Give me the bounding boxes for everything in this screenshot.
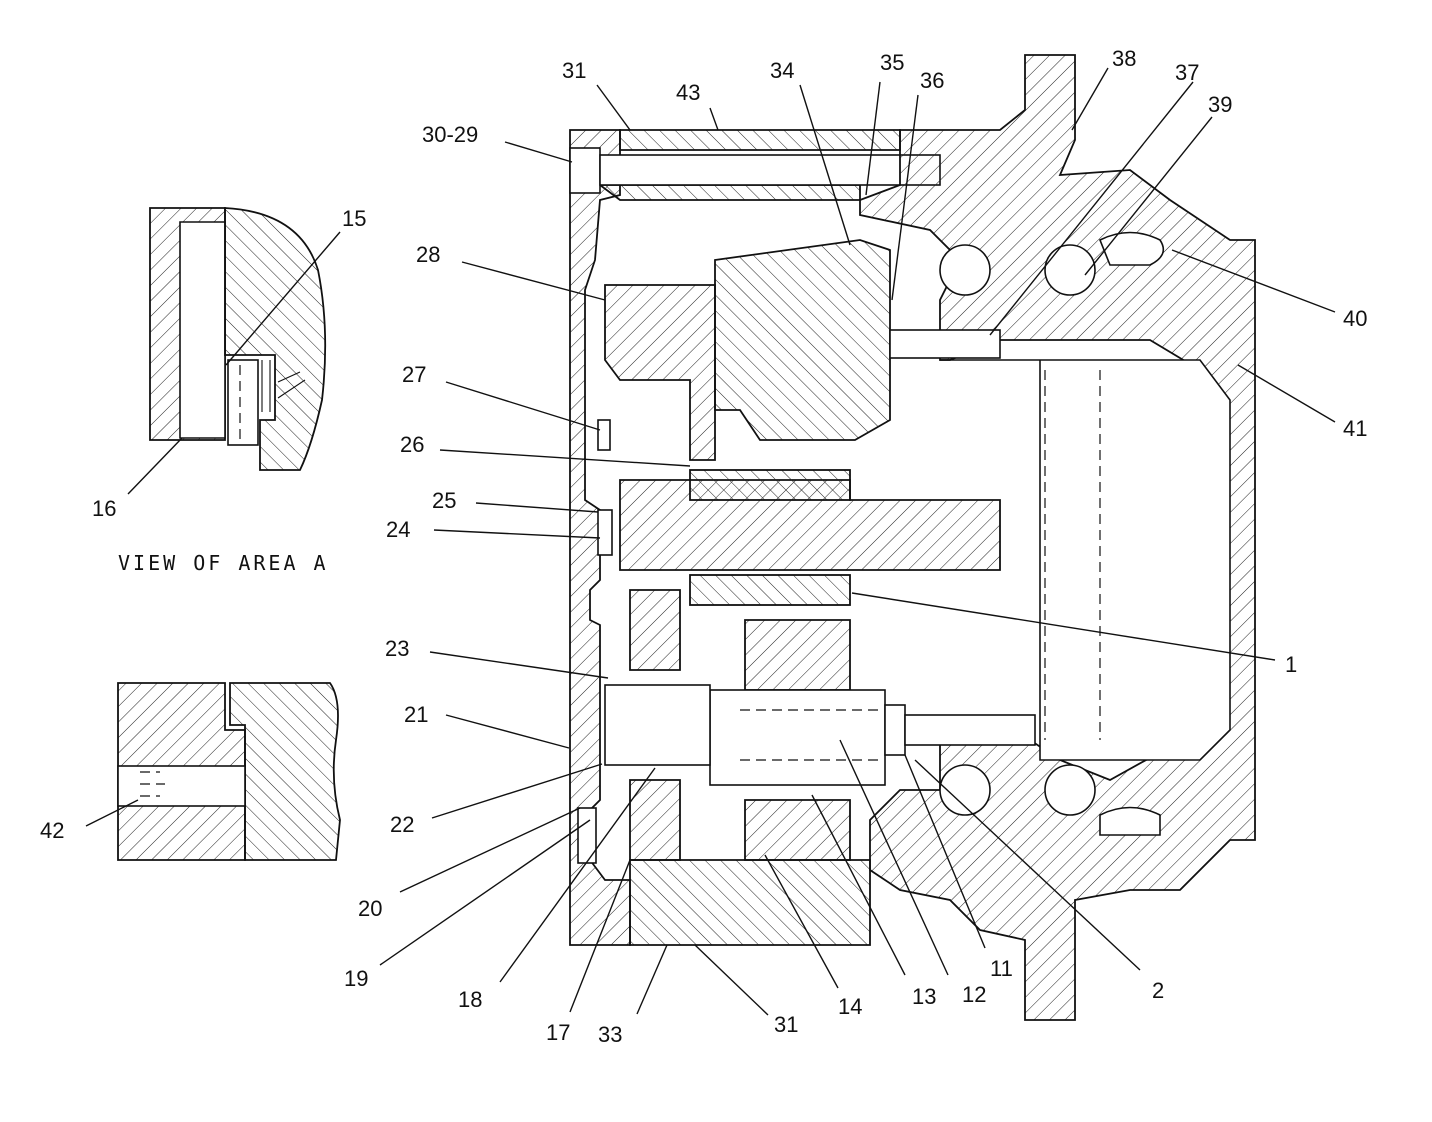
gear-21 bbox=[604, 684, 711, 766]
callout-36: 36 bbox=[920, 68, 944, 93]
callout-41: 41 bbox=[1343, 416, 1367, 441]
bearing-ball-lower-left bbox=[939, 764, 991, 816]
callout-15: 15 bbox=[342, 206, 366, 231]
callout-labels: 31 43 34 35 36 38 37 39 30-29 15 28 40 2… bbox=[40, 46, 1367, 1047]
callout-34: 34 bbox=[770, 58, 794, 83]
bore-41 bbox=[940, 359, 1231, 761]
ring-gear-lower bbox=[597, 184, 861, 201]
callout-22: 22 bbox=[390, 812, 414, 837]
callout-38: 38 bbox=[1112, 46, 1136, 71]
callout-37: 37 bbox=[1175, 60, 1199, 85]
callout-2: 2 bbox=[1152, 978, 1164, 1003]
detail-42-right-block bbox=[229, 682, 341, 861]
callout-31-top: 31 bbox=[562, 58, 586, 83]
detail-view-42 bbox=[117, 682, 341, 861]
detail-view-area-a: VIEW OF AREA A bbox=[118, 207, 329, 575]
nut-11 bbox=[884, 704, 906, 756]
planet-pin-12 bbox=[709, 689, 886, 786]
callout-27: 27 bbox=[402, 362, 426, 387]
bushing-1 bbox=[689, 574, 851, 606]
callout-21: 21 bbox=[404, 702, 428, 727]
callout-42: 42 bbox=[40, 818, 64, 843]
callout-40: 40 bbox=[1343, 306, 1367, 331]
detail-right-block bbox=[224, 207, 327, 471]
callout-30-29: 30-29 bbox=[422, 122, 478, 147]
sun-gear-28 bbox=[604, 284, 716, 461]
plug-24 bbox=[597, 509, 613, 556]
bolt-37 bbox=[889, 329, 1001, 359]
callout-18: 18 bbox=[458, 987, 482, 1012]
callout-39: 39 bbox=[1208, 92, 1232, 117]
bolt-shaft-30-29 bbox=[599, 154, 941, 186]
callout-16: 16 bbox=[92, 496, 116, 521]
callout-26: 26 bbox=[400, 432, 424, 457]
bushing-26 bbox=[689, 469, 851, 501]
callout-24: 24 bbox=[386, 517, 410, 542]
pin-27 bbox=[597, 419, 611, 451]
detail-part-16 bbox=[179, 221, 226, 439]
callout-43: 43 bbox=[676, 80, 700, 105]
callout-11: 11 bbox=[990, 956, 1013, 981]
gear-23-block bbox=[629, 589, 681, 671]
leader-lines bbox=[85, 67, 1336, 1016]
callout-23: 23 bbox=[385, 636, 409, 661]
planet-gear-34 bbox=[714, 239, 891, 441]
bearing-ball-39 bbox=[1044, 244, 1096, 296]
callout-12: 12 bbox=[962, 982, 986, 1007]
seal-40 bbox=[1098, 231, 1165, 266]
callout-19: 19 bbox=[344, 966, 368, 991]
callout-13: 13 bbox=[912, 984, 936, 1009]
bolt-2 bbox=[904, 714, 1036, 746]
callout-20: 20 bbox=[358, 896, 382, 921]
callout-14: 14 bbox=[838, 994, 862, 1019]
detail-part-15 bbox=[227, 359, 259, 446]
callout-25: 25 bbox=[432, 488, 456, 513]
callout-17: 17 bbox=[546, 1020, 570, 1045]
planet-gear-14 bbox=[744, 799, 851, 861]
callout-1: 1 bbox=[1285, 652, 1297, 677]
main-cross-section bbox=[569, 54, 1256, 1021]
bearing-ball-lower-right bbox=[1044, 764, 1096, 816]
callout-31-bottom: 31 bbox=[774, 1012, 798, 1037]
view-caption: VIEW OF AREA A bbox=[118, 551, 329, 575]
bolt-head-30-29 bbox=[569, 147, 601, 194]
detail-42-bore bbox=[117, 765, 246, 807]
bearing-ball-36 bbox=[939, 244, 991, 296]
callout-33: 33 bbox=[598, 1022, 622, 1047]
seal-40-lower bbox=[1099, 806, 1161, 836]
plug-20 bbox=[577, 807, 597, 864]
planet-gear-upper-14 bbox=[744, 619, 851, 691]
callout-35: 35 bbox=[880, 50, 904, 75]
carrier-33 bbox=[629, 859, 871, 946]
ring-gear-43 bbox=[619, 129, 901, 151]
callout-28: 28 bbox=[416, 242, 440, 267]
